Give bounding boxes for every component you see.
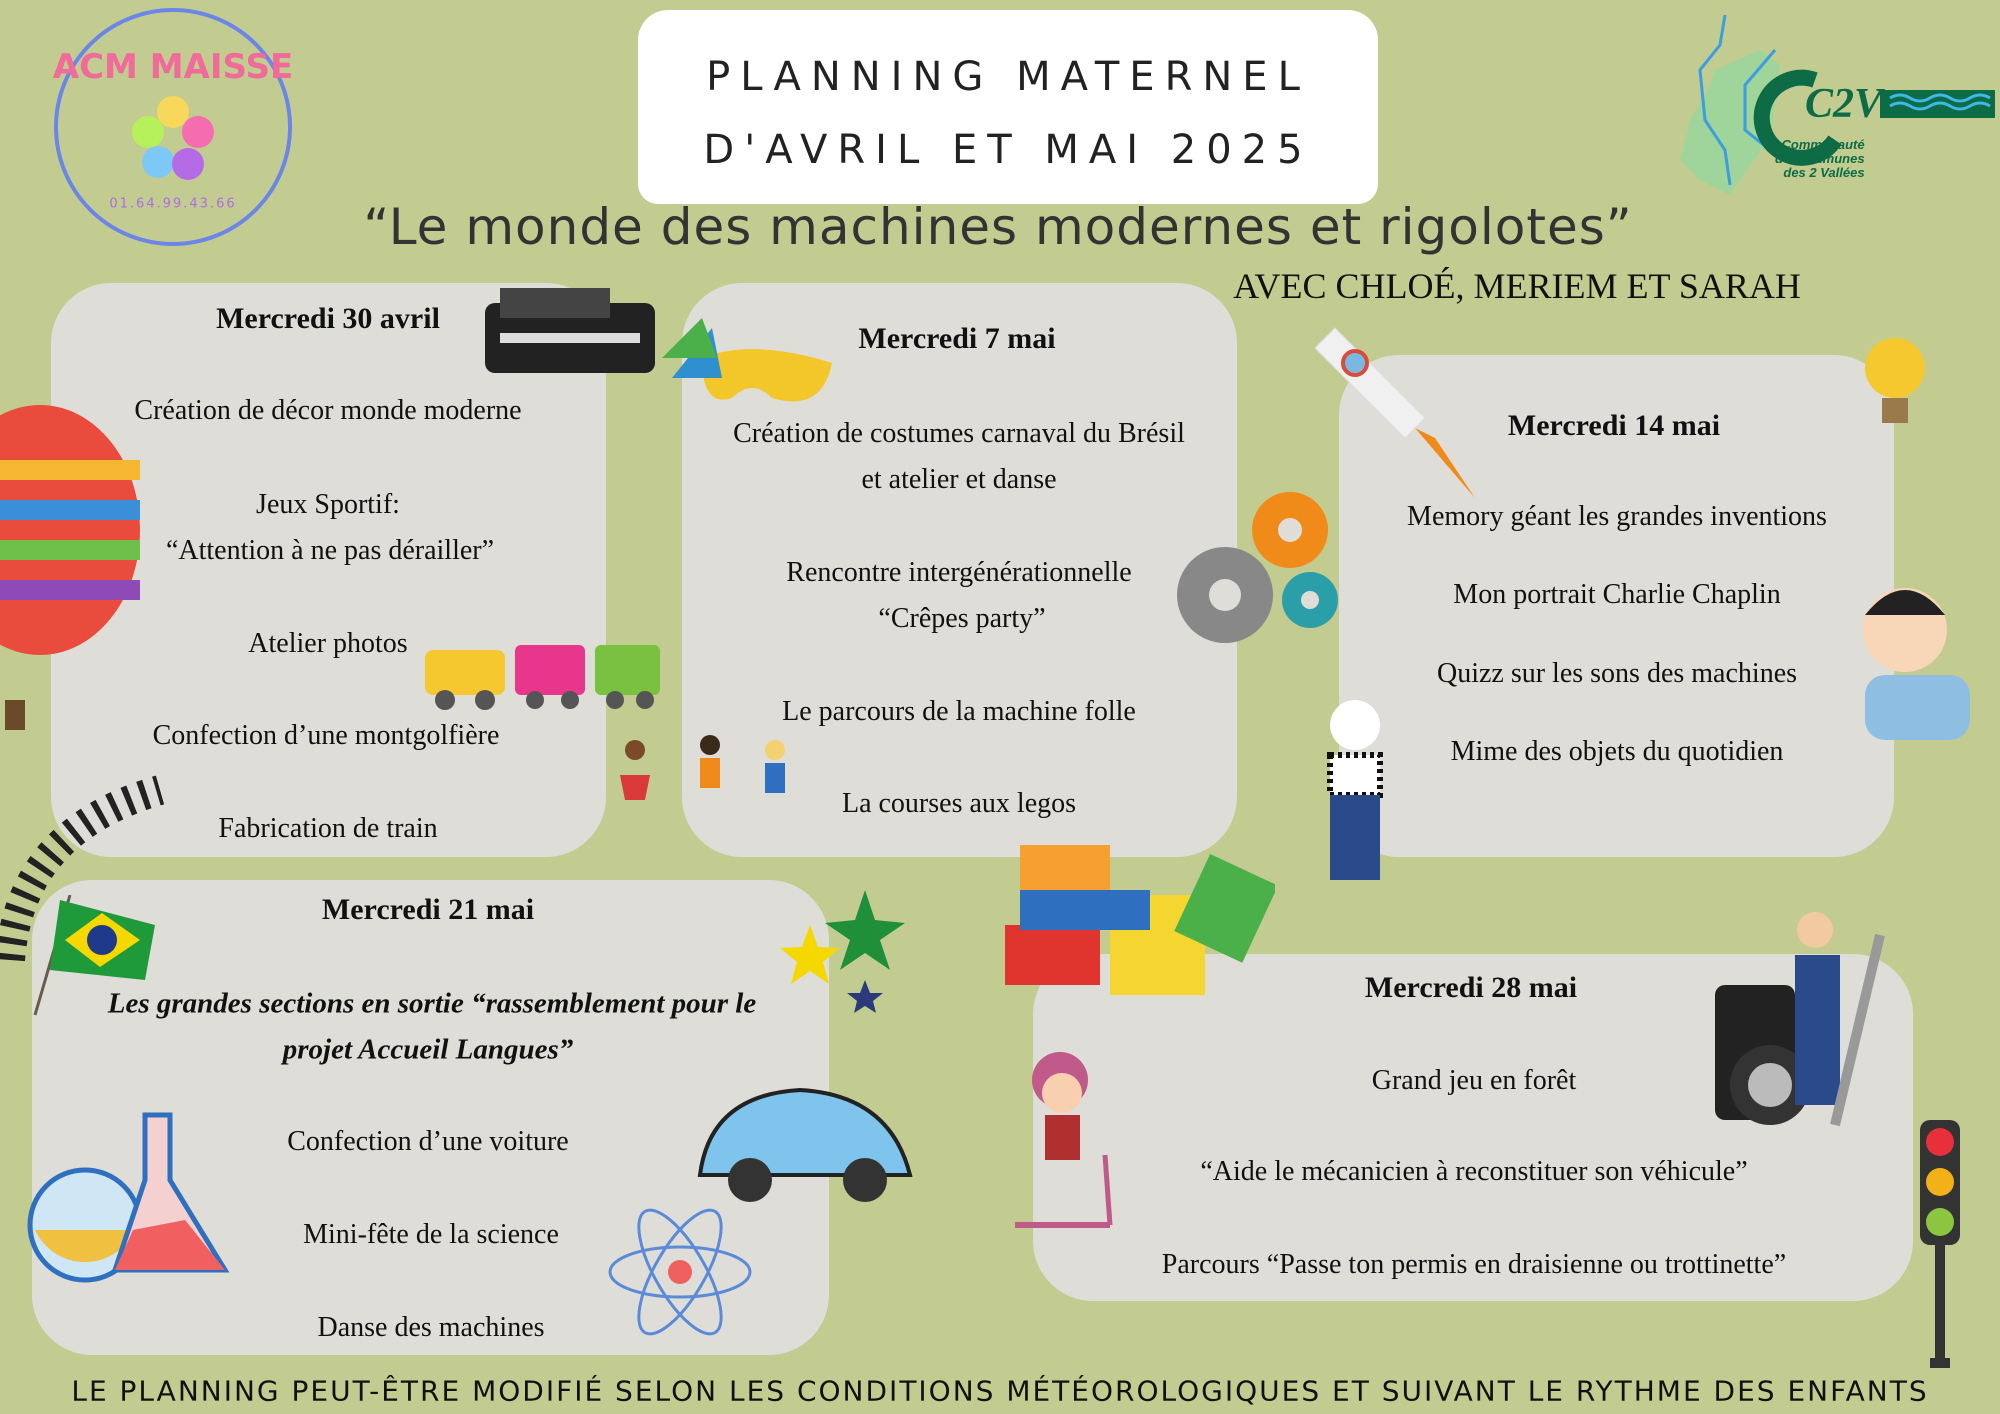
- activity: Jeux Sportif:: [256, 489, 400, 520]
- activity: Création de décor monde moderne: [134, 395, 522, 426]
- science-flasks-icon: [27, 1112, 230, 1283]
- title-line-1: PLANNING MATERNEL: [706, 54, 1310, 100]
- day-title: Mercredi 7 mai: [858, 322, 1056, 355]
- activity: Danse des machines: [317, 1312, 545, 1343]
- logo-phone: 01.64.99.43.66: [109, 196, 237, 212]
- listening-boy-icon: [1863, 588, 1970, 740]
- title-box: PLANNING MATERNEL D'AVRIL ET MAI 2025: [638, 10, 1378, 204]
- hot-air-balloon-icon: [0, 405, 140, 730]
- light-bulb-icon: [1865, 338, 1925, 423]
- atom-icon: [608, 1208, 752, 1336]
- subtitle: “Le monde des machines modernes et rigol…: [363, 198, 1633, 256]
- day-title: Mercredi 28 mai: [1364, 971, 1578, 1004]
- day-title: Mercredi 14 mai: [1507, 409, 1721, 442]
- carnival-mask-icon: [662, 318, 832, 402]
- activity: Confection d’une montgolfière: [152, 720, 500, 751]
- activity: Mime des objets du quotidien: [1450, 736, 1784, 767]
- activity: Parcours “Passe ton permis en draisienne…: [1161, 1249, 1787, 1280]
- day-title: Mercredi 30 avril: [216, 302, 440, 335]
- mechanic-icon: [1715, 912, 1885, 1127]
- logo-acm-text: ACM MAISSE: [52, 47, 294, 87]
- beetle-car-icon: [697, 1087, 913, 1202]
- outing-highlight: projet Accueil Langues”: [282, 1033, 574, 1066]
- mime-icon: [1327, 700, 1383, 880]
- traffic-light-icon: [1920, 1120, 1960, 1368]
- activity: Mon portrait Charlie Chaplin: [1453, 579, 1781, 610]
- c2v-caption: Communauté de Communes des 2 Vallées: [1775, 138, 1865, 180]
- rocket-icon: [1315, 327, 1475, 498]
- girl-scooter-icon: [1015, 1052, 1113, 1228]
- activity: Création de costumes carnaval du Brésil: [733, 418, 1185, 449]
- brazil-flag-icon: [33, 895, 155, 1016]
- activity: “Crêpes party”: [878, 603, 1046, 634]
- lego-bricks-icon: [1005, 845, 1275, 995]
- activity: La courses aux legos: [841, 788, 1077, 819]
- camera-icon: [485, 288, 655, 373]
- activity: Rencontre intergénérationnelle: [786, 557, 1132, 588]
- title-line-2: D'AVRIL ET MAI 2025: [703, 127, 1313, 173]
- day-card-30-avril: [51, 283, 606, 857]
- gears-icon: [1177, 492, 1338, 643]
- activity: Quizz sur les sons des machines: [1436, 658, 1798, 689]
- railway-track-icon: [0, 775, 165, 962]
- c2v-caption-line: de Communes: [1775, 151, 1865, 166]
- hands-icon: [132, 96, 214, 180]
- footer-disclaimer: LE PLANNING PEUT-ÊTRE MODIFIÉ SELON LES …: [71, 1374, 1929, 1408]
- c2v-caption-line: Communauté: [1781, 137, 1865, 152]
- outing-highlight: Les grandes sections en sortie “rassembl…: [107, 987, 757, 1020]
- activity: Memory géant les grandes inventions: [1407, 501, 1827, 532]
- activity: “Attention à ne pas dérailler”: [165, 535, 495, 566]
- c2v-map-icon: [1680, 14, 1995, 195]
- acm-maisse-logo: ACM MAISSE 01.64.99.43.66: [52, 8, 294, 246]
- activity: et atelier et danse: [861, 464, 1057, 495]
- activity: Fabrication de train: [218, 813, 438, 844]
- activity: Atelier photos: [248, 628, 408, 659]
- activity: “Aide le mécanicien à reconstituer son v…: [1200, 1156, 1748, 1187]
- activity: Confection d’une voiture: [287, 1126, 569, 1157]
- dancing-kids-icon: [620, 735, 785, 800]
- activity: Grand jeu en forêt: [1371, 1065, 1577, 1096]
- c2v-logo: C2V Communauté de Communes des 2 Vallées: [1670, 10, 2000, 210]
- animators-line: AVEC CHLOÉ, MERIEM ET SARAH: [1233, 266, 1801, 306]
- activity: Le parcours de la machine folle: [782, 696, 1136, 727]
- stars-icon: [780, 890, 905, 1013]
- c2v-caption-line: des 2 Vallées: [1783, 165, 1865, 180]
- day-title: Mercredi 21 mai: [321, 893, 535, 926]
- c2v-wordmark: C2V: [1805, 81, 1883, 127]
- activity: Mini-fête de la science: [303, 1219, 559, 1250]
- toy-train-icon: [425, 645, 660, 710]
